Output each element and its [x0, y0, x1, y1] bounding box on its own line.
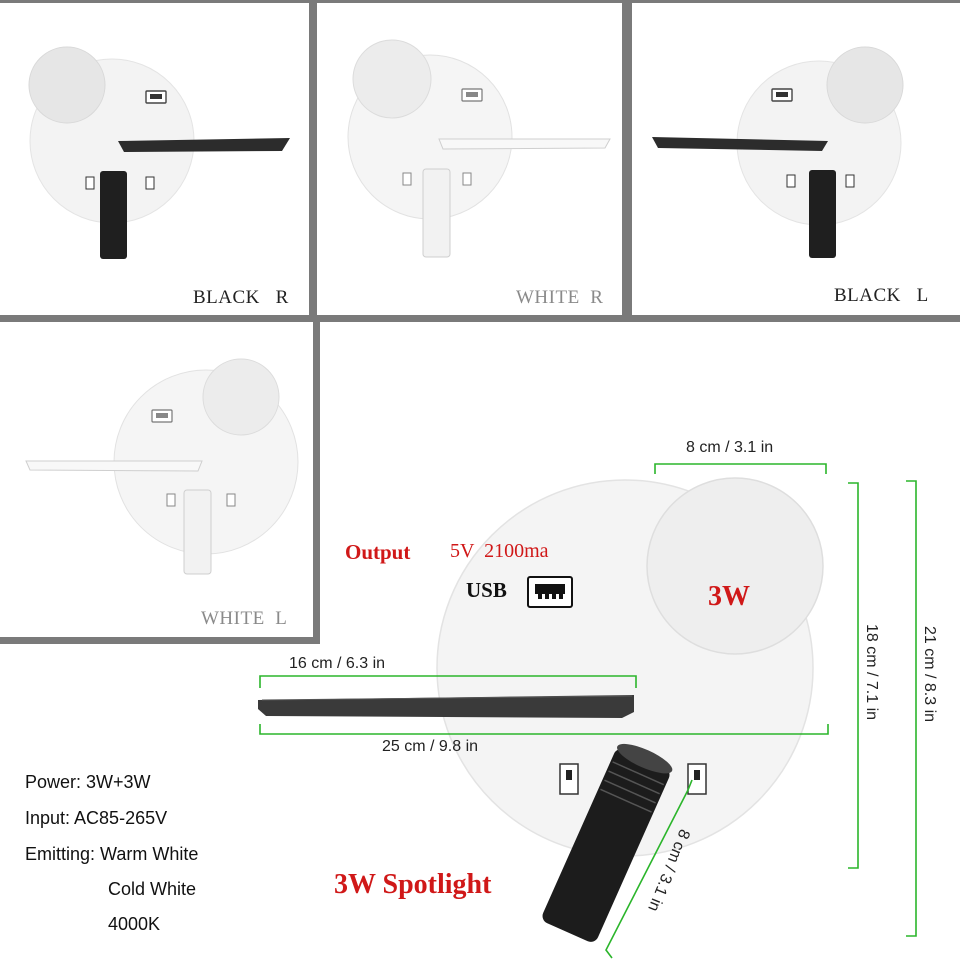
spec-emitting-2: Cold White [108, 879, 197, 899]
variant-panel-white-r: WHITE R [317, 3, 622, 315]
variant-panel-black-l: BLACK L [632, 3, 960, 315]
frame-bottom-left [0, 637, 320, 644]
variant-label: BLACK R [193, 287, 289, 308]
spotlight-label: 3W Spotlight [334, 869, 492, 900]
variant-label: WHITE R [516, 287, 604, 308]
lamp-illustration [347, 39, 611, 258]
frame-divider-3 [313, 322, 320, 644]
variant-panel-black-r: BLACK R [0, 3, 309, 315]
plate-width-dimension: 25 cm / 9.8 in [382, 738, 479, 755]
frame-row-divider [0, 315, 960, 322]
spec-cct: 4000K [108, 914, 161, 934]
variant-panel-white-l: WHITE L [0, 322, 313, 637]
total-height-dimension: 21 cm / 8.3 in [921, 625, 938, 723]
lamp-power-label: 3W [708, 581, 750, 612]
spec-emitting: Emitting: Warm White [25, 844, 199, 864]
shelf [258, 695, 634, 718]
frame-divider-1 [309, 0, 317, 322]
output-value: 5V 2100ma [450, 540, 549, 562]
plate-height-dimension: 18 cm / 7.1 in [863, 623, 880, 721]
spec-input: Input: AC85-265V [25, 808, 168, 828]
usb-label: USB [466, 578, 507, 602]
spotlight [542, 743, 673, 942]
spec-power: Power: 3W+3W [25, 772, 151, 792]
lamp-width-dimension: 8 cm / 3.1 in [686, 439, 774, 456]
variant-label: BLACK L [834, 285, 929, 306]
variant-label: WHITE L [201, 608, 288, 629]
lamp-illustration [25, 358, 299, 575]
usb-port-icon [527, 576, 573, 608]
reading-lamp-disc [646, 477, 824, 655]
lamp-illustration [652, 46, 904, 258]
dimension-lines [259, 463, 917, 959]
output-label: Output [345, 540, 411, 564]
frame-top [0, 0, 960, 3]
lamp-illustration [28, 46, 290, 259]
shelf-width-dimension: 16 cm / 6.3 in [289, 655, 386, 672]
frame-divider-2 [622, 0, 632, 322]
